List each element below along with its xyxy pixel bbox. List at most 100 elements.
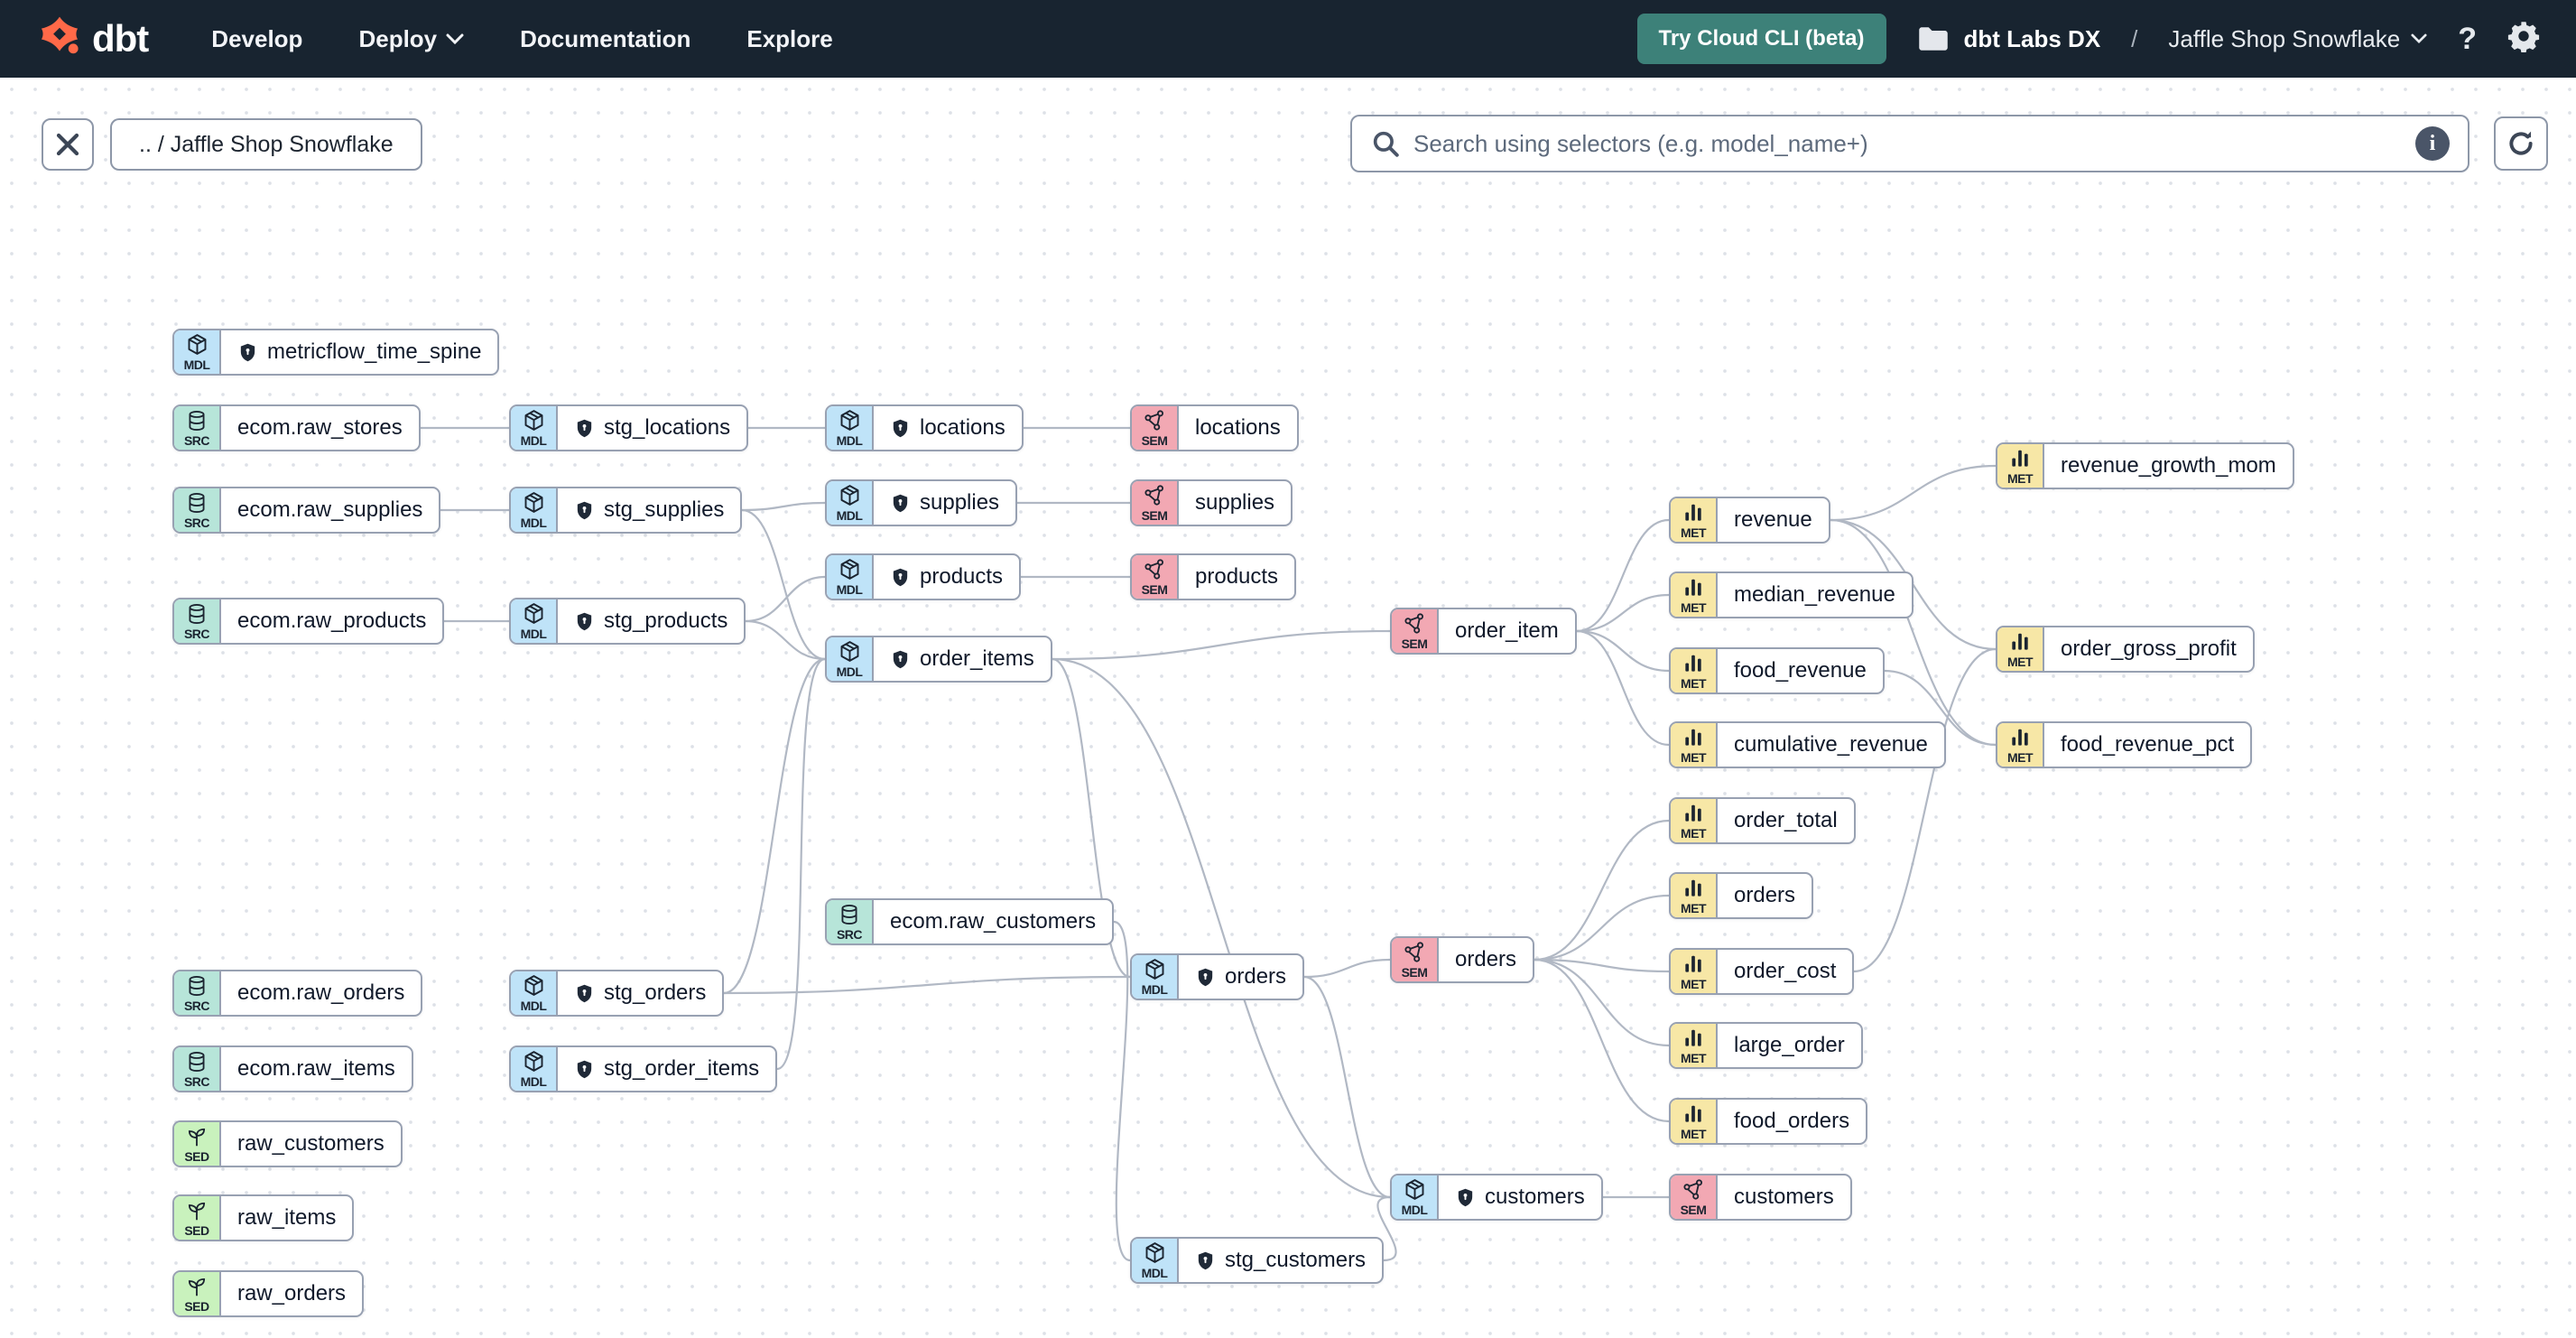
node-type-label: MDL bbox=[520, 999, 547, 1013]
project-name: Jaffle Shop Snowflake bbox=[2168, 24, 2401, 52]
node-type-label: MDL bbox=[1401, 1203, 1428, 1217]
account-name: dbt Labs DX bbox=[1963, 24, 2101, 52]
node-label: stg_orders bbox=[604, 980, 707, 1005]
shield-icon bbox=[890, 493, 911, 514]
graph-node-customers_mdl[interactable]: MDL customers bbox=[1390, 1174, 1603, 1221]
menu-item-deploy[interactable]: Deploy bbox=[358, 25, 464, 53]
node-type-chip: MDL bbox=[827, 406, 874, 450]
info-icon[interactable]: i bbox=[2415, 126, 2450, 161]
try-cloud-cli-button[interactable]: Try Cloud CLI (beta) bbox=[1636, 14, 1886, 64]
help-button[interactable]: ? bbox=[2458, 22, 2477, 56]
node-type-chip: SEM bbox=[1392, 609, 1439, 653]
node-type-chip: MET bbox=[1671, 874, 1718, 917]
menu-item-develop[interactable]: Develop bbox=[211, 24, 303, 52]
model-icon bbox=[522, 973, 546, 998]
node-type-label: MDL bbox=[520, 433, 547, 448]
graph-node-met_food_orders[interactable]: MET food_orders bbox=[1669, 1098, 1868, 1145]
folder-icon bbox=[1918, 27, 1948, 51]
node-type-chip: MET bbox=[1671, 1100, 1718, 1143]
menu-item-documentation[interactable]: Documentation bbox=[520, 24, 691, 52]
menu-item-explore[interactable]: Explore bbox=[746, 24, 833, 52]
shield-icon bbox=[1195, 1250, 1216, 1271]
node-body: revenue_growth_mom bbox=[2044, 444, 2293, 488]
node-type-label: MET bbox=[2006, 654, 2034, 669]
close-lineage-button[interactable] bbox=[42, 118, 94, 171]
lineage-canvas[interactable]: .. / Jaffle Shop Snowflake i MDLmetricfl… bbox=[0, 78, 2576, 1338]
node-type-chip: MET bbox=[1997, 723, 2044, 767]
node-label: order_item bbox=[1455, 618, 1559, 643]
node-type-chip: MET bbox=[1997, 627, 2044, 671]
node-type-chip: SRC bbox=[174, 488, 221, 532]
dbt-logo[interactable]: dbt bbox=[36, 15, 149, 62]
graph-node-sem_order_item[interactable]: SEM order_item bbox=[1390, 608, 1577, 655]
settings-gear-button[interactable] bbox=[2507, 20, 2540, 58]
metric-icon bbox=[1682, 726, 1705, 749]
metric-icon bbox=[2008, 726, 2032, 749]
graph-node-stg_orders[interactable]: MDL stg_orders bbox=[509, 970, 725, 1017]
node-type-label: MDL bbox=[836, 508, 863, 523]
node-body: ecom.raw_products bbox=[221, 599, 442, 643]
node-type-chip: MET bbox=[1671, 649, 1718, 692]
node-label: food_orders bbox=[1734, 1109, 1850, 1133]
node-label: ecom.raw_customers bbox=[890, 909, 1097, 934]
search-input[interactable] bbox=[1413, 129, 2403, 158]
shield-icon bbox=[890, 567, 911, 588]
node-type-label: MET bbox=[1680, 675, 1707, 691]
metric-icon bbox=[1682, 952, 1705, 976]
node-type-chip: MDL bbox=[1392, 1175, 1439, 1219]
node-type-chip: SEM bbox=[1132, 406, 1179, 450]
node-body: stg_products bbox=[558, 599, 744, 643]
lineage-breadcrumb[interactable]: .. / Jaffle Shop Snowflake bbox=[110, 118, 422, 171]
node-label: median_revenue bbox=[1734, 582, 1895, 607]
close-icon bbox=[56, 133, 79, 156]
node-body: stg_supplies bbox=[558, 488, 740, 532]
node-body: raw_orders bbox=[221, 1272, 362, 1315]
node-type-chip: MDL bbox=[1132, 955, 1179, 999]
model-icon bbox=[522, 1049, 546, 1073]
shield-icon bbox=[1455, 1187, 1476, 1208]
project-selector[interactable]: Jaffle Shop Snowflake bbox=[2168, 25, 2427, 53]
refresh-lineage-button[interactable] bbox=[2494, 116, 2548, 171]
source-icon bbox=[185, 602, 208, 626]
node-type-label: MET bbox=[1680, 1050, 1707, 1065]
node-body: customers bbox=[1439, 1175, 1601, 1219]
account-switcher[interactable]: dbt Labs DX bbox=[1917, 24, 2101, 53]
shield-icon bbox=[574, 418, 595, 439]
